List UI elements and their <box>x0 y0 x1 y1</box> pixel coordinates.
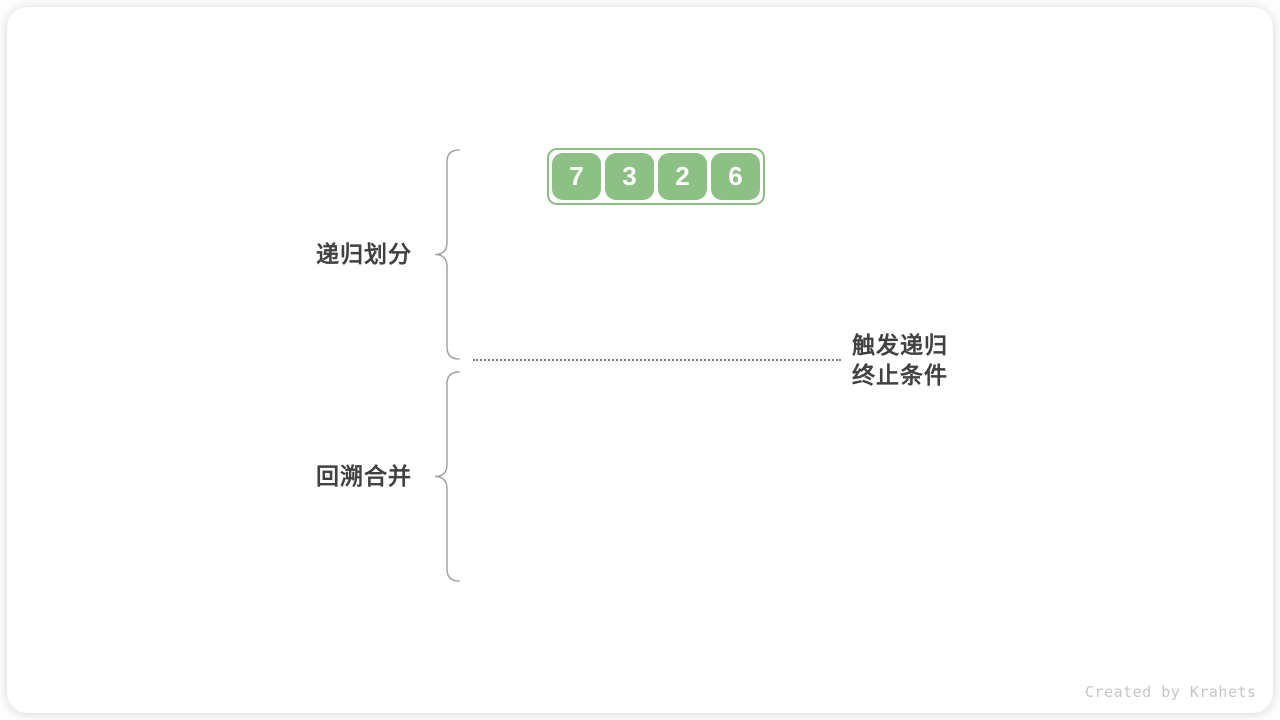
termination-annotation-line2: 终止条件 <box>852 362 948 388</box>
array-cell: 2 <box>658 153 707 200</box>
array-cell: 3 <box>605 153 654 200</box>
termination-annotation-line1: 触发递归 <box>852 332 948 358</box>
brace-divide <box>434 149 460 360</box>
brace-merge <box>434 371 460 582</box>
array-container: 7 3 2 6 <box>547 148 765 205</box>
recursion-boundary-line <box>473 359 841 361</box>
merge-phase-label: 回溯合并 <box>316 463 412 489</box>
divide-phase-label: 递归划分 <box>316 241 412 267</box>
credit-text: Created by Krahets <box>1085 683 1257 701</box>
termination-annotation: 触发递归 终止条件 <box>852 330 948 390</box>
diagram-card: 7 3 2 6 递归划分 回溯合并 触发递归 终止条件 Created by K… <box>7 7 1273 713</box>
array-cell: 6 <box>711 153 760 200</box>
array-cell: 7 <box>552 153 601 200</box>
